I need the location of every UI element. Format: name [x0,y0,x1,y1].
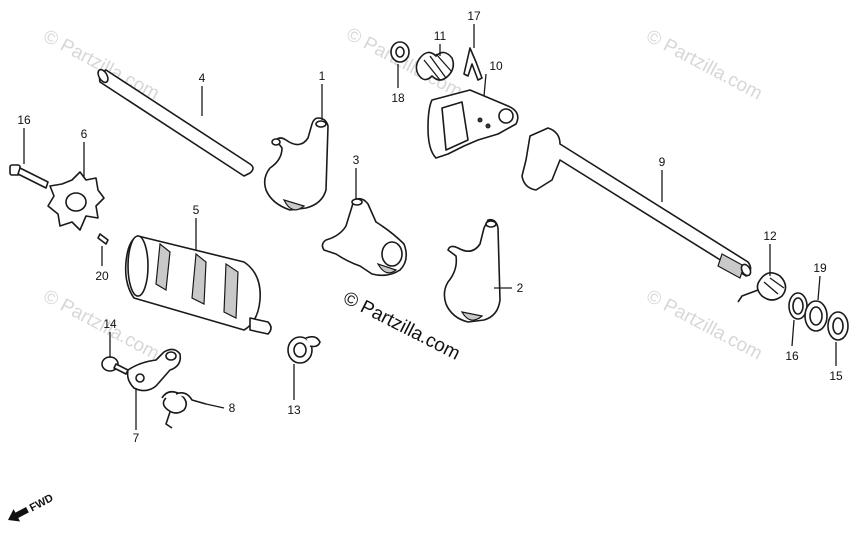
part-3-shift-fork [321,197,408,277]
fwd-label: FWD [28,492,56,514]
callout-15-right: 15 [829,369,843,383]
watermarks: © Partzilla.com © Partzilla.com © Partzi… [40,24,766,365]
callout-5: 5 [193,203,200,217]
part-8-return-spring [161,390,207,429]
part-13-clip [287,335,321,364]
watermark-top-left: © Partzilla.com [40,26,163,105]
callout-13: 13 [287,403,301,417]
callout-9: 9 [659,155,666,169]
callout-6: 6 [81,127,88,141]
part-2-shift-fork [443,218,501,323]
callout-14: 14 [103,317,117,331]
part-16-bolt [9,164,49,189]
part-20-pin [97,233,109,245]
part-4-fork-shaft [97,68,254,177]
callout-10: 10 [489,59,503,73]
watermark-top-right: © Partzilla.com [643,26,766,105]
callout-18: 18 [391,91,405,105]
leader-lines [23,24,837,430]
part-12-return-spring [737,272,787,303]
callout-3: 3 [353,153,360,167]
part-16-washer [788,292,808,320]
callout-16-right: 16 [785,349,799,363]
callout-11: 11 [434,29,447,43]
part-10-guide-plate [427,89,519,159]
callout-16-left: 16 [17,113,31,127]
callout-4: 4 [199,71,206,85]
fwd-direction: FWD [8,492,56,522]
callout-20: 20 [95,269,109,283]
part-9-shift-spindle [521,127,752,279]
part-5-shift-drum [124,235,272,335]
part-6-star-plate [47,171,105,231]
callout-1: 1 [319,69,326,83]
callout-19: 19 [813,261,827,275]
part-14-bolt [101,356,129,375]
part-15-washer [827,311,849,341]
callout-12: 12 [763,229,777,243]
part-7-stopper-arm [126,348,182,392]
part-19-oil-seal [804,300,828,332]
callout-7: 7 [133,431,140,445]
callout-17: 17 [467,9,481,23]
part-11-spring [415,51,455,81]
callout-2: 2 [517,281,524,295]
part-18-washer [390,41,410,63]
part-17-pin [463,47,483,81]
fwd-arrow-icon [8,507,29,522]
watermark-bottom-right: © Partzilla.com [643,286,766,365]
callout-labels: 1 2 3 4 5 6 7 8 9 10 11 12 13 14 15 16 1… [17,9,843,445]
callout-8: 8 [229,401,236,415]
part-1-shift-fork [263,117,329,211]
